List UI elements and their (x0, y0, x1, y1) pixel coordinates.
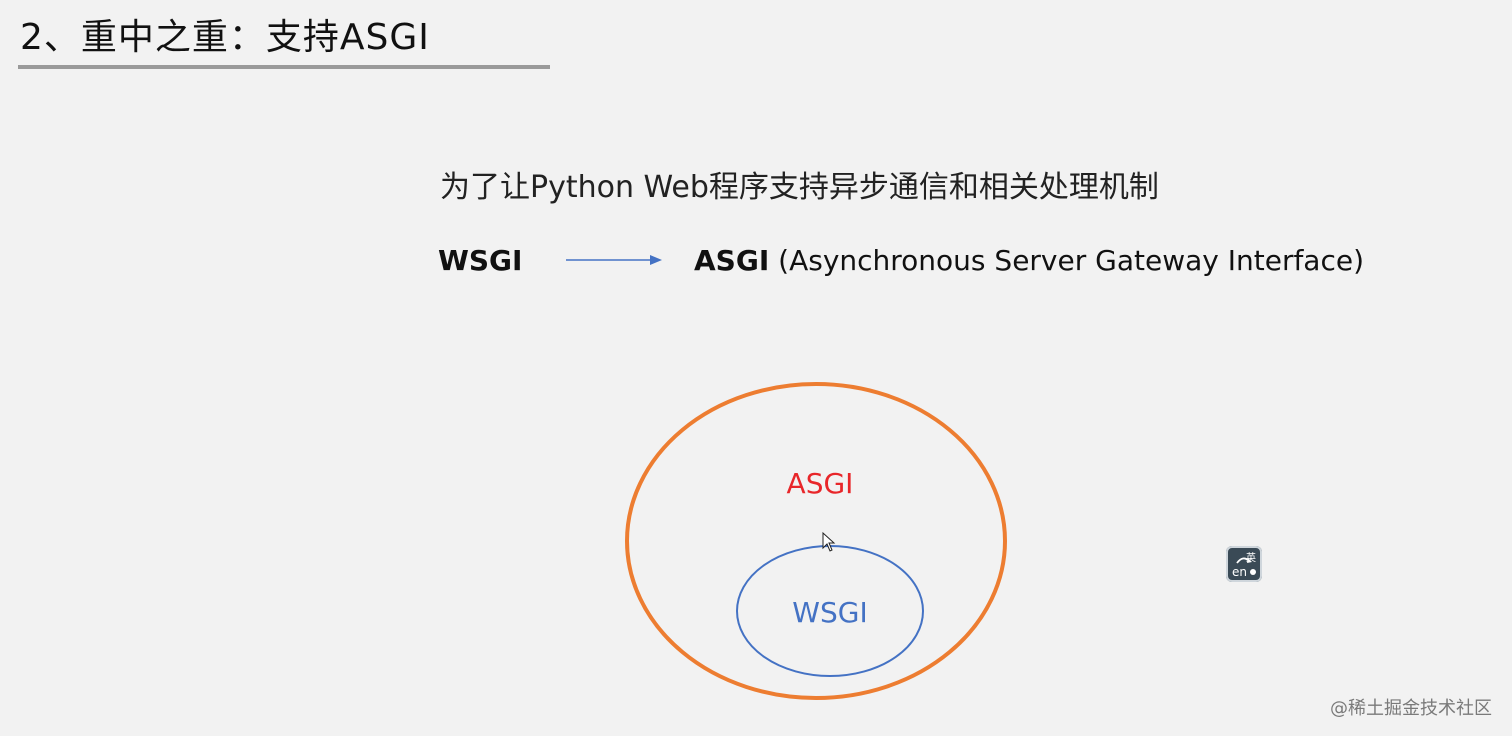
right-arrow-icon (566, 255, 662, 265)
cursor-icon (822, 531, 836, 552)
asgi-description: (Asynchronous Server Gateway Interface) (778, 244, 1365, 277)
wsgi-diagram-label: WSGI (792, 596, 867, 629)
asgi-wsgi-diagram: ASGI WSGI (625, 382, 1007, 700)
svg-text:英: 英 (1246, 551, 1256, 564)
slide-title: 2、重中之重：支持ASGI (20, 17, 430, 58)
asgi-outer-ring (625, 382, 1007, 700)
svg-text:en: en (1232, 565, 1247, 579)
asgi-label: ASGI (694, 244, 770, 277)
asgi-definition: ASGI (Asynchronous Server Gateway Interf… (694, 244, 1364, 277)
ime-en-icon[interactable]: en 英 (1226, 546, 1262, 582)
asgi-diagram-label: ASGI (787, 467, 854, 500)
slide-subtitle: 为了让Python Web程序支持异步通信和相关处理机制 (440, 170, 1159, 205)
watermark: @稀土掘金技术社区 (1330, 698, 1492, 719)
wsgi-label: WSGI (438, 244, 523, 277)
title-underline (18, 65, 550, 69)
